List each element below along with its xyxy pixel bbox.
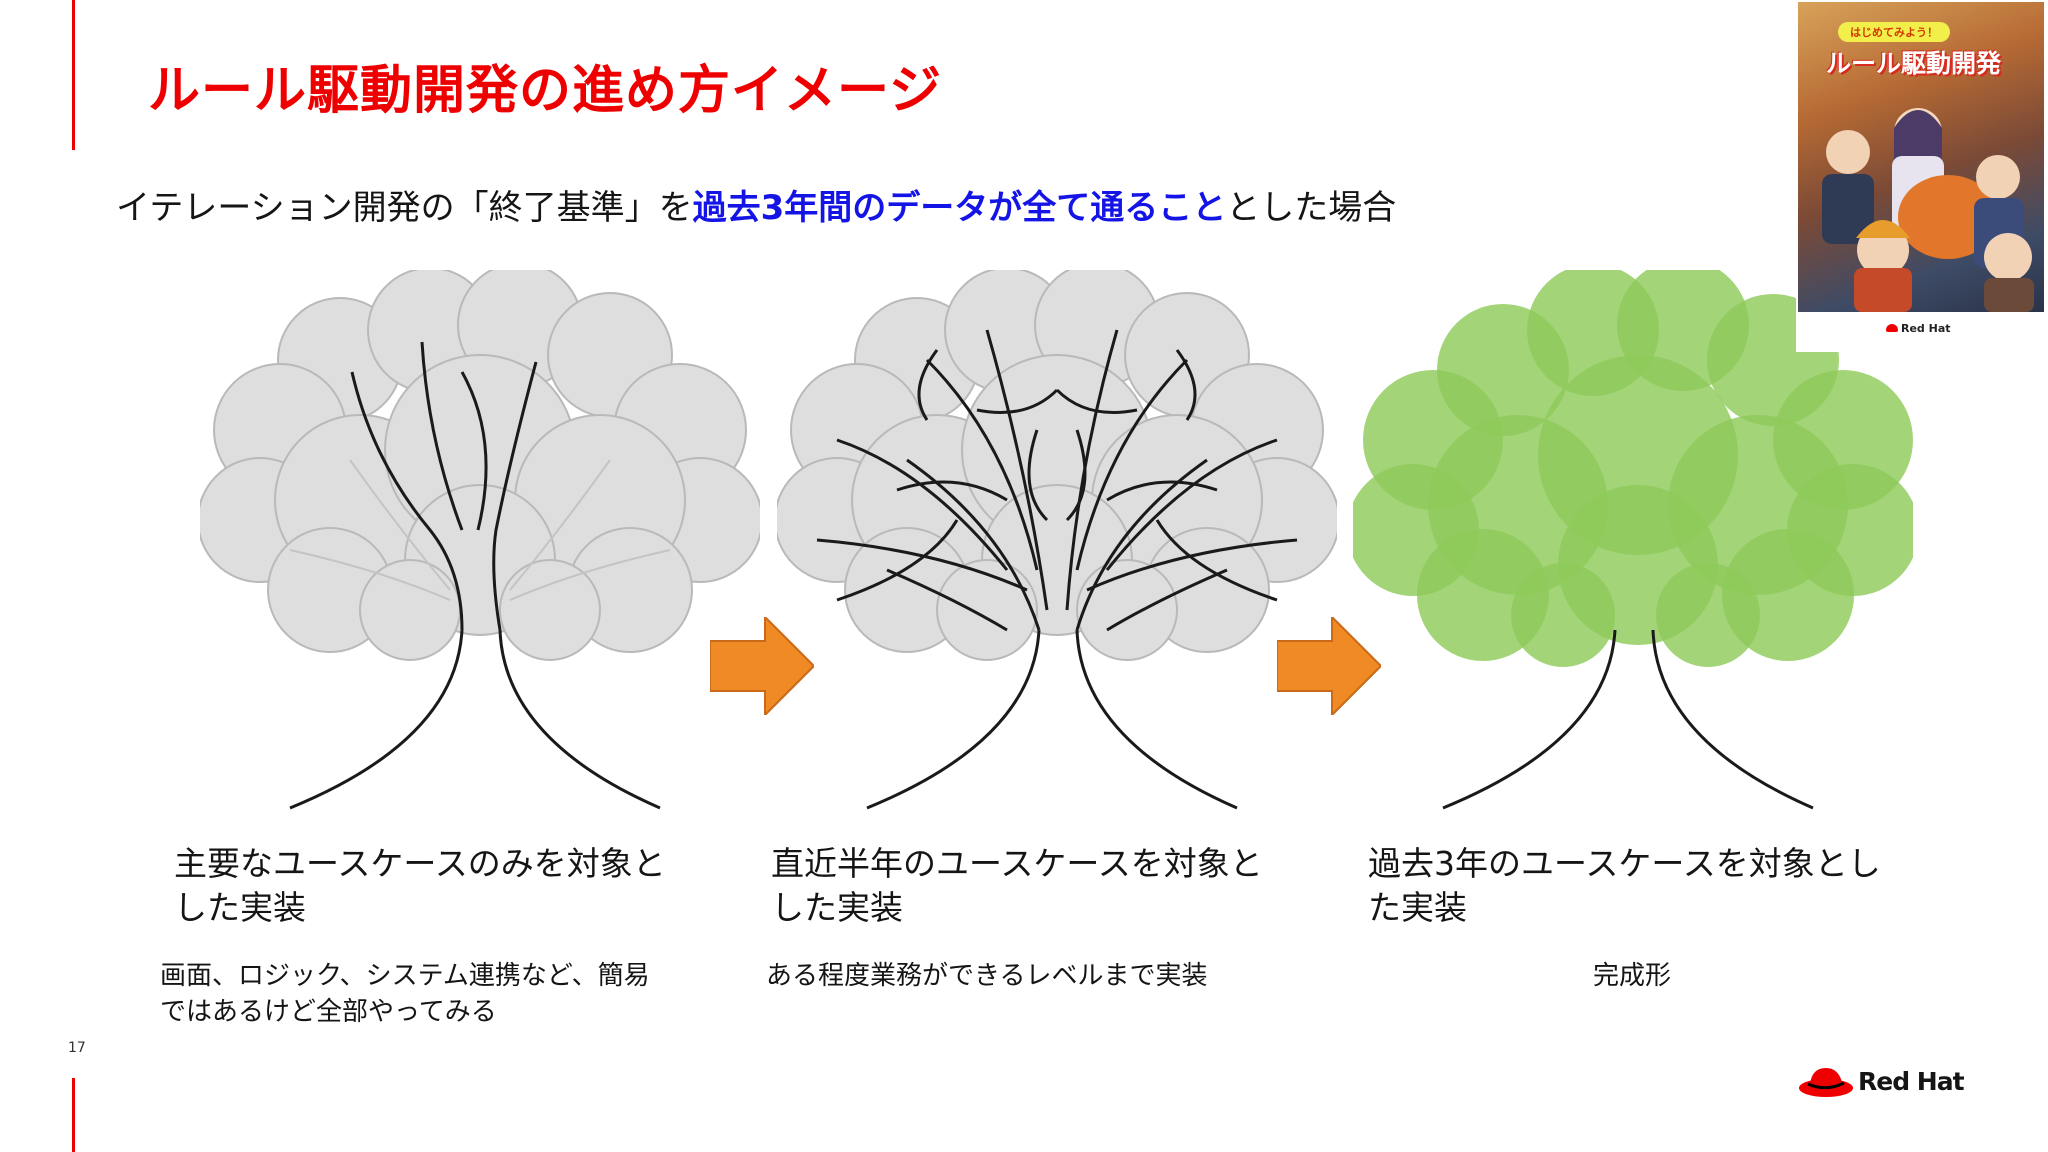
book-cover-title: ルール駆動開発 bbox=[1826, 49, 2002, 78]
book-cover-logo: Red Hat bbox=[1886, 322, 1951, 335]
subtitle-prefix: イテレーション開発の「終了基準」を bbox=[116, 188, 693, 228]
subtitle-emphasis: 過去3年間のデータが全て通ること bbox=[692, 188, 1227, 228]
accent-line-bottom bbox=[72, 1078, 75, 1152]
book-cover-art: はじめてみよう！ ルール駆動開発 bbox=[1798, 2, 2044, 312]
tree-illustration-stage-3 bbox=[1353, 270, 1913, 810]
stage-3-caption: 過去3年のユースケースを対象とし た実装 bbox=[1368, 844, 1881, 927]
stage-2-caption: 直近半年のユースケースを対象と した実装 bbox=[771, 844, 1263, 927]
progress-arrow-1 bbox=[710, 617, 814, 715]
slide-title: ルール駆動開発の進め方イメージ bbox=[148, 61, 942, 121]
subtitle-suffix: とした場合 bbox=[1226, 188, 1397, 228]
red-hat-icon bbox=[1799, 1068, 1853, 1097]
slide-subtitle: イテレーション開発の「終了基準」を過去3年間のデータが全て通ることとした場合 bbox=[116, 180, 1396, 229]
red-hat-logo-text: Red Hat bbox=[1858, 1066, 1965, 1096]
progress-arrow-2 bbox=[1277, 617, 1381, 715]
tree-illustration-stage-1 bbox=[200, 270, 760, 810]
accent-line-top bbox=[72, 0, 75, 150]
tree-illustration-stage-2 bbox=[777, 270, 1337, 810]
stage-1-description: 画面、ロジック、システム連携など、簡易 ではあるけど全部やってみる bbox=[160, 961, 650, 1027]
page-number: 17 bbox=[68, 1040, 86, 1056]
stage-3-description: 完成形 bbox=[1593, 961, 1672, 991]
book-cover-illustration bbox=[1822, 108, 2034, 312]
book-cover-image: はじめてみよう！ ルール駆動開発 Red Hat bbox=[1796, 0, 2048, 352]
stage-2-description: ある程度業務ができるレベルまで実装 bbox=[766, 961, 1208, 991]
stage-1-caption: 主要なユースケースのみを対象と した実装 bbox=[174, 844, 666, 927]
book-cover-logo-text: Red Hat bbox=[1901, 322, 1951, 335]
red-hat-logo: Red Hat bbox=[1798, 1060, 1968, 1102]
book-cover-badge: はじめてみよう！ bbox=[1838, 22, 1950, 42]
